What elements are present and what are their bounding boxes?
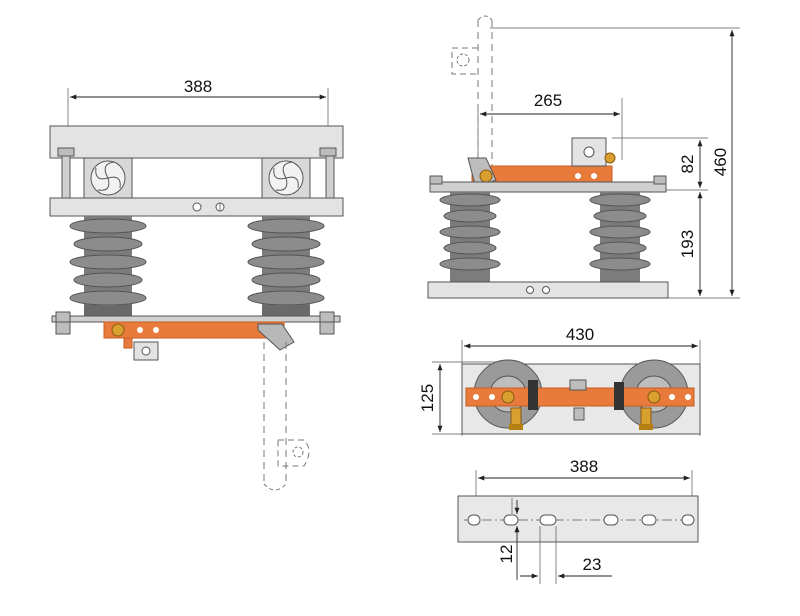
top-depth-label: 125	[418, 384, 437, 412]
front-width-label: 388	[184, 77, 212, 96]
front-insulator-left	[69, 216, 147, 317]
top-terminal-right	[639, 407, 653, 430]
top-width-label: 430	[566, 325, 594, 344]
side-total-label: 460	[711, 148, 730, 176]
side-lower-label: 193	[678, 230, 697, 258]
top-contact-bar	[465, 379, 695, 421]
base-plate	[457, 495, 699, 543]
base-width-label: 388	[570, 457, 598, 476]
front-operating-rod	[263, 342, 310, 491]
fan-box-right	[261, 157, 311, 199]
side-insulator-right	[589, 192, 651, 282]
front-top-frame	[49, 125, 344, 159]
front-contact-bar	[103, 321, 295, 351]
fan-box-left	[83, 157, 133, 199]
top-terminal-left	[509, 407, 523, 430]
slot-length-label: 23	[583, 555, 602, 574]
side-insulator-left	[439, 192, 501, 282]
side-arm-label: 265	[534, 91, 562, 110]
front-insulator-right	[247, 216, 325, 317]
side-top-label: 82	[678, 155, 697, 174]
base-plate-view: 388 12 23	[457, 457, 699, 584]
side-contact-arm	[467, 137, 616, 189]
side-view: 460 82 193 265	[427, 15, 740, 299]
front-view: 388	[49, 77, 344, 491]
slot-width-label: 12	[497, 545, 516, 564]
top-view: 430 125	[418, 325, 701, 436]
